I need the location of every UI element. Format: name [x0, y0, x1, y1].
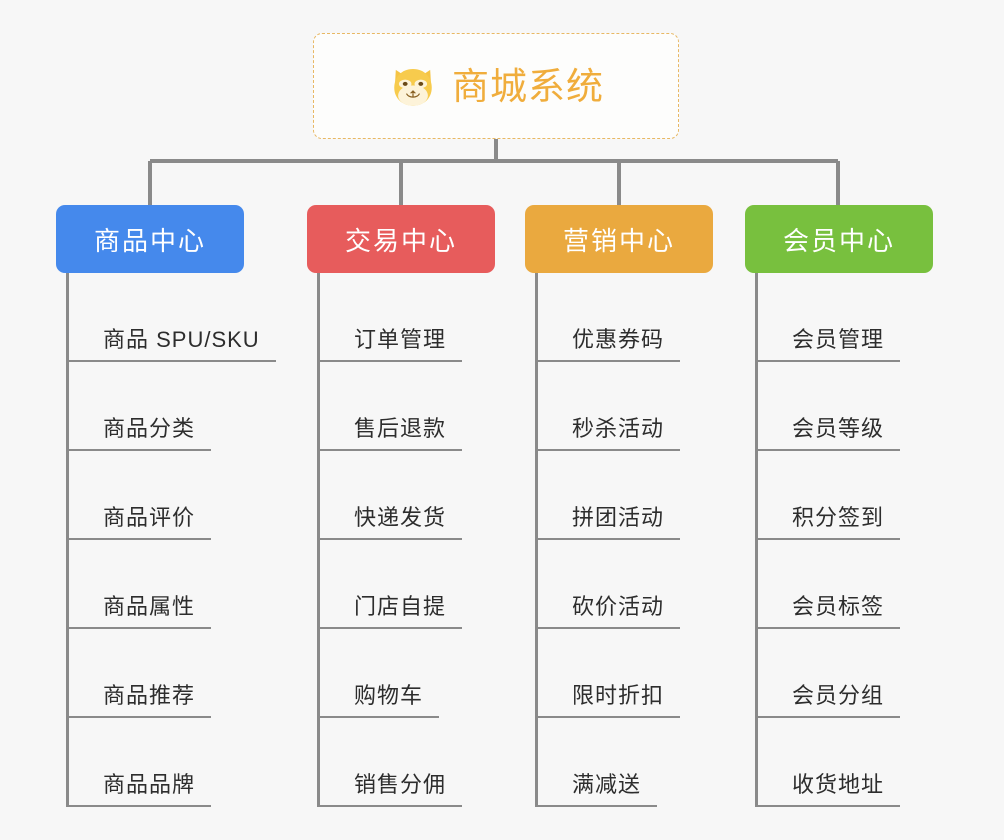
shiba-inu-dog-emoji	[394, 69, 432, 106]
category-header-1[interactable]: 交易中心	[307, 205, 495, 273]
category-header-label: 会员中心	[782, 225, 895, 256]
leaf-label: 会员管理	[758, 322, 901, 362]
leaf-label: 售后退款	[320, 411, 463, 451]
category-header-0[interactable]: 商品中心	[56, 205, 244, 273]
leaf-label: 拼团活动	[538, 500, 681, 540]
list-item[interactable]: 购物车	[320, 629, 495, 718]
list-item[interactable]: 商品品牌	[69, 718, 276, 807]
list-item[interactable]: 优惠券码	[538, 273, 713, 362]
list-item[interactable]: 砍价活动	[538, 540, 713, 629]
list-item[interactable]: 会员管理	[758, 273, 933, 362]
root-title: 商城系统	[452, 65, 604, 107]
leaf-label: 商品推荐	[69, 678, 212, 718]
list-item[interactable]: 快递发货	[320, 451, 495, 540]
list-item[interactable]: 限时折扣	[538, 629, 713, 718]
list-item[interactable]: 商品 SPU/SKU	[69, 273, 276, 362]
leaf-list-3: 会员管理 会员等级 积分签到 会员标签 会员分组 收货地址	[755, 273, 933, 807]
list-item[interactable]: 商品属性	[69, 540, 276, 629]
leaf-label: 会员分组	[758, 678, 901, 718]
leaf-list-1: 订单管理 售后退款 快递发货 门店自提 购物车 销售分佣	[317, 273, 495, 807]
list-item[interactable]: 会员标签	[758, 540, 933, 629]
leaf-label: 快递发货	[320, 500, 463, 540]
category-header-label: 商品中心	[93, 225, 206, 256]
list-item[interactable]: 售后退款	[320, 362, 495, 451]
category-column-0: 商品中心 商品 SPU/SKU 商品分类 商品评价 商品属性 商品推荐 商品品牌	[56, 205, 276, 807]
leaf-label: 购物车	[320, 678, 440, 718]
category-column-3: 会员中心 会员管理 会员等级 积分签到 会员标签 会员分组 收货地址	[745, 205, 933, 807]
category-column-2: 营销中心 优惠券码 秒杀活动 拼团活动 砍价活动 限时折扣 满减送	[525, 205, 713, 807]
list-item[interactable]: 会员等级	[758, 362, 933, 451]
leaf-label: 商品分类	[69, 411, 212, 451]
root-node[interactable]: 商城系统	[313, 33, 679, 139]
category-column-1: 交易中心 订单管理 售后退款 快递发货 门店自提 购物车 销售分佣	[307, 205, 495, 807]
leaf-label: 秒杀活动	[538, 411, 681, 451]
list-item[interactable]: 满减送	[538, 718, 713, 807]
list-item[interactable]: 订单管理	[320, 273, 495, 362]
leaf-label: 商品 SPU/SKU	[69, 322, 276, 362]
leaf-label: 优惠券码	[538, 322, 681, 362]
category-header-label: 交易中心	[344, 225, 457, 256]
list-item[interactable]: 会员分组	[758, 629, 933, 718]
leaf-label: 满减送	[538, 767, 658, 807]
leaf-label: 订单管理	[320, 322, 463, 362]
list-item[interactable]: 门店自提	[320, 540, 495, 629]
list-item[interactable]: 积分签到	[758, 451, 933, 540]
list-item[interactable]: 商品推荐	[69, 629, 276, 718]
leaf-label: 积分签到	[758, 500, 901, 540]
list-item[interactable]: 收货地址	[758, 718, 933, 807]
list-item[interactable]: 商品分类	[69, 362, 276, 451]
leaf-label: 收货地址	[758, 767, 901, 807]
list-item[interactable]: 销售分佣	[320, 718, 495, 807]
category-header-3[interactable]: 会员中心	[745, 205, 933, 273]
list-item[interactable]: 秒杀活动	[538, 362, 713, 451]
category-header-label: 营销中心	[562, 225, 675, 256]
leaf-label: 限时折扣	[538, 678, 681, 718]
leaf-label: 会员标签	[758, 589, 901, 629]
leaf-label: 商品评价	[69, 500, 212, 540]
leaf-label: 会员等级	[758, 411, 901, 451]
leaf-label: 销售分佣	[320, 767, 463, 807]
leaf-label: 商品品牌	[69, 767, 212, 807]
list-item[interactable]: 商品评价	[69, 451, 276, 540]
leaf-label: 门店自提	[320, 589, 463, 629]
leaf-list-2: 优惠券码 秒杀活动 拼团活动 砍价活动 限时折扣 满减送	[535, 273, 713, 807]
list-item[interactable]: 拼团活动	[538, 451, 713, 540]
leaf-list-0: 商品 SPU/SKU 商品分类 商品评价 商品属性 商品推荐 商品品牌	[66, 273, 276, 807]
category-header-2[interactable]: 营销中心	[525, 205, 713, 273]
leaf-label: 商品属性	[69, 589, 212, 629]
leaf-label: 砍价活动	[538, 589, 681, 629]
